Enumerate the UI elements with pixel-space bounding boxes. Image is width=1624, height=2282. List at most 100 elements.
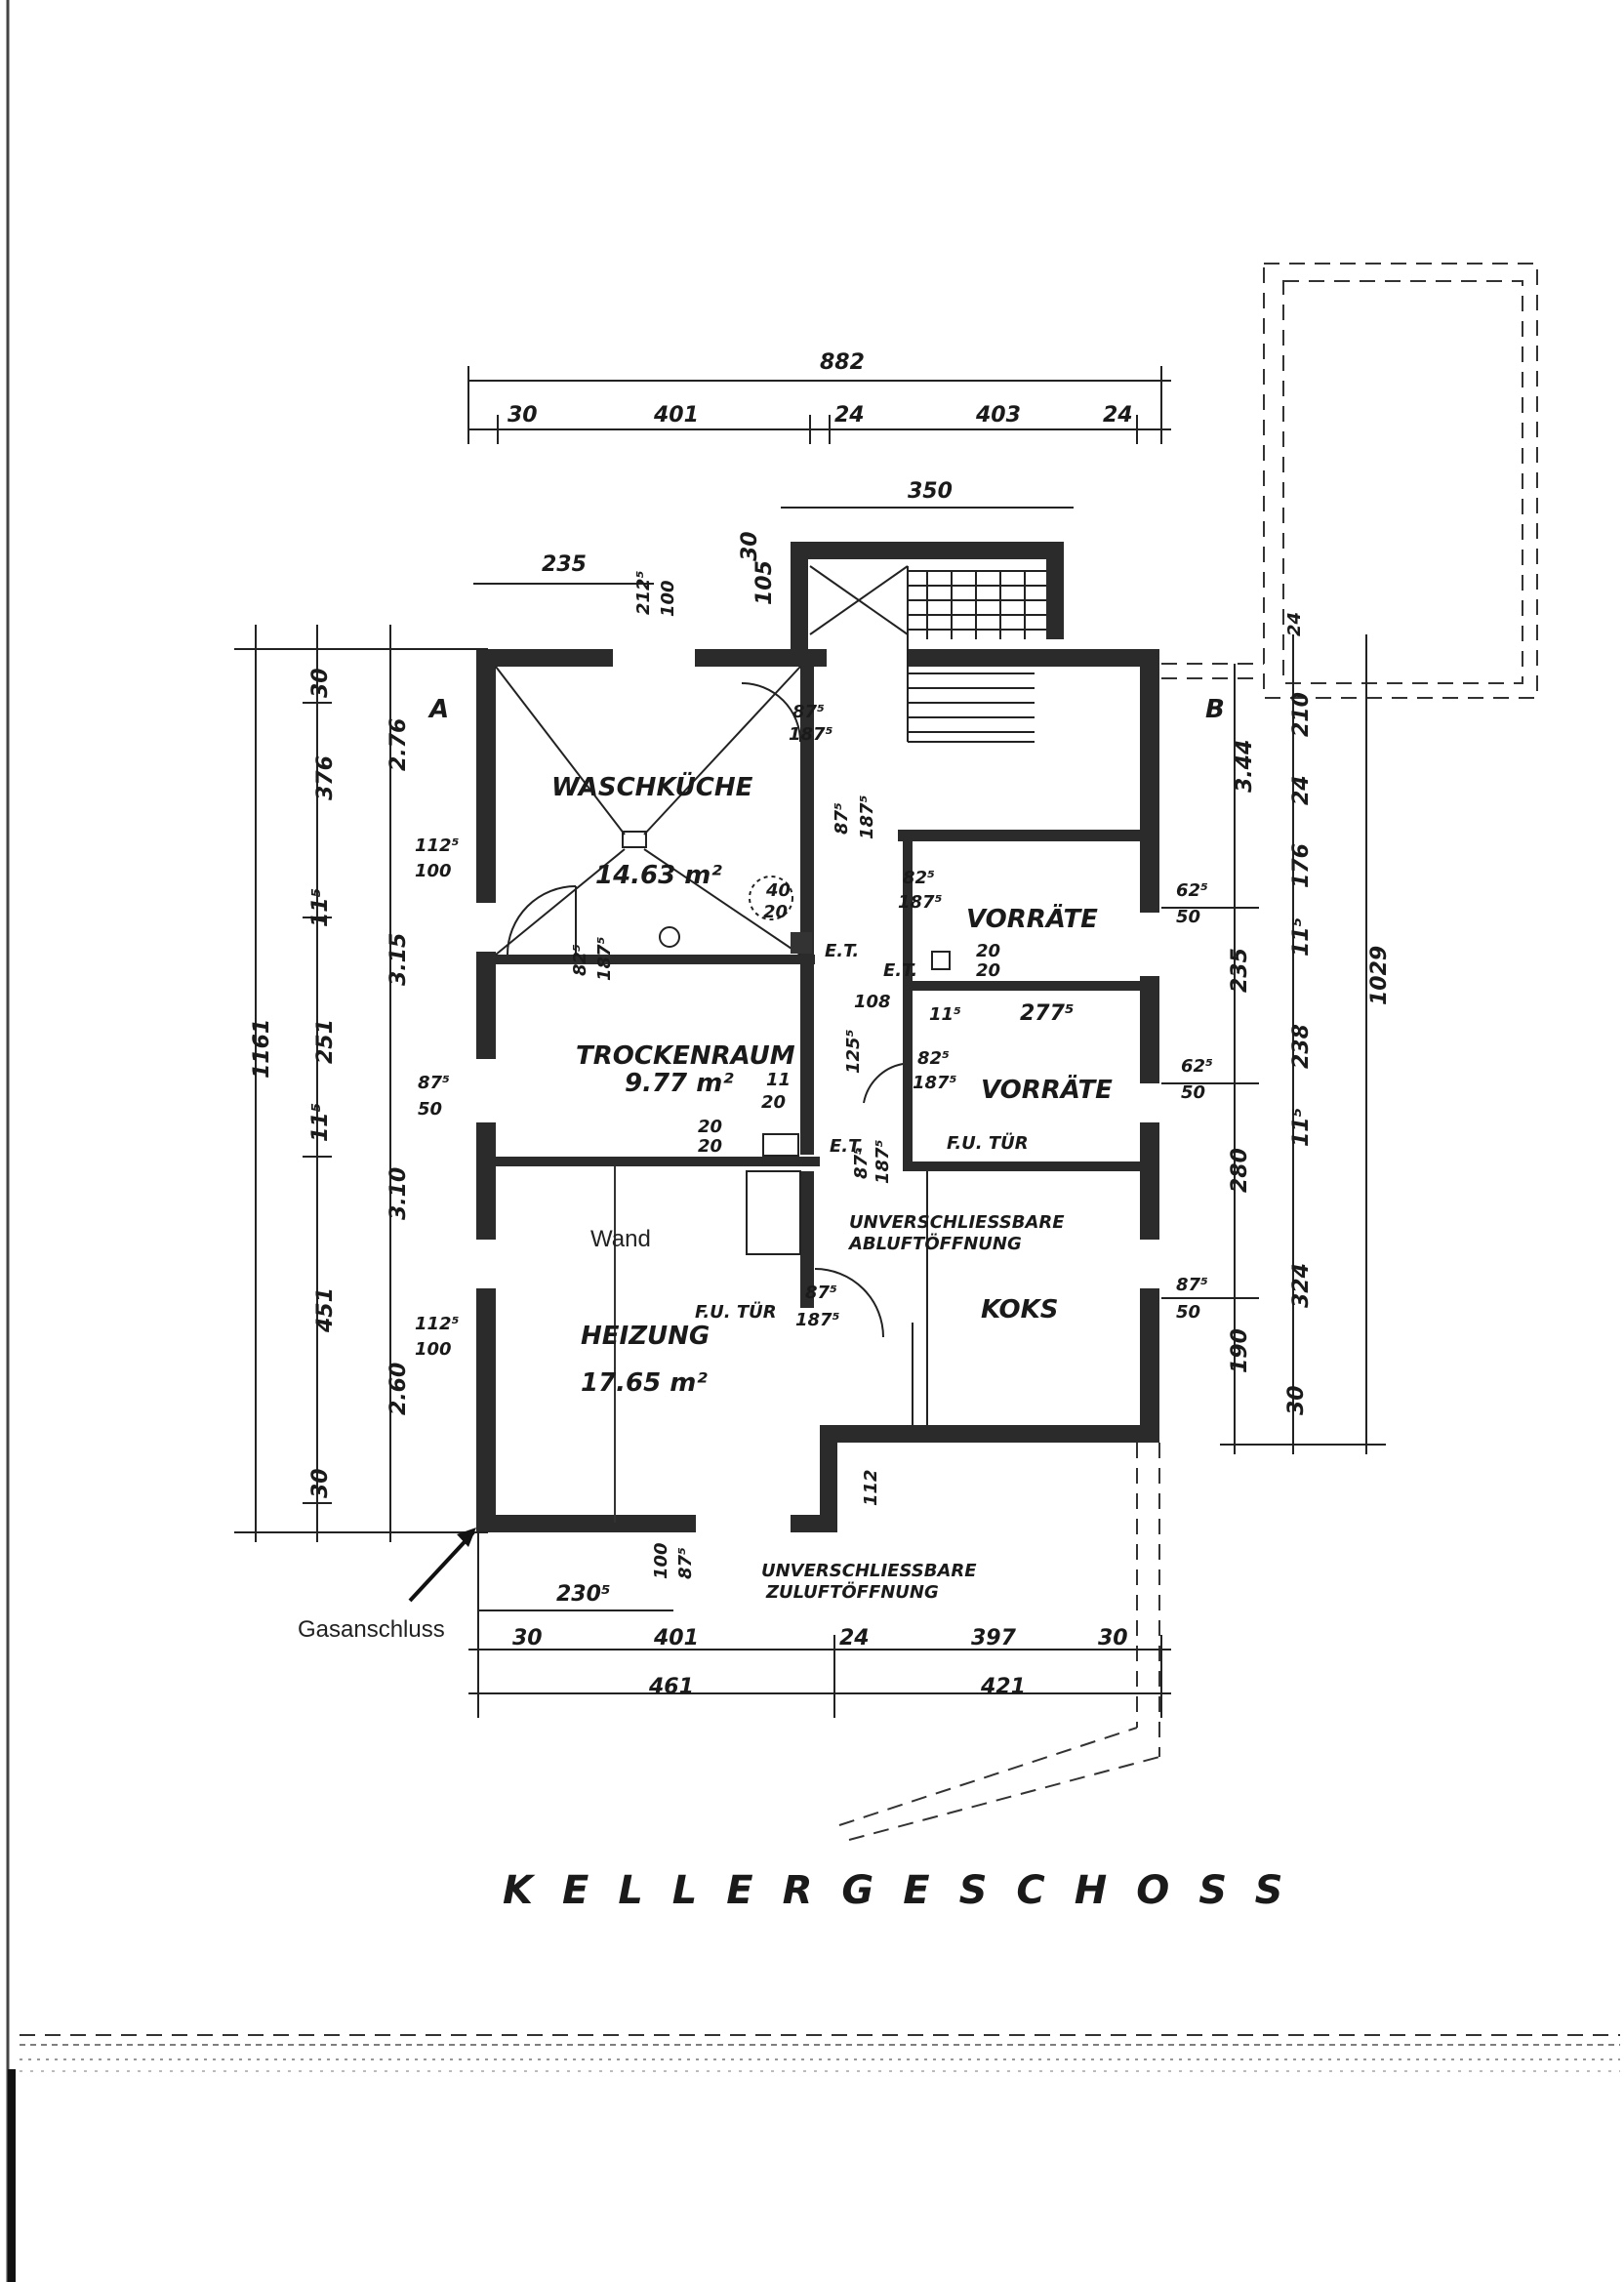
- vent-1b: 20: [763, 902, 788, 922]
- dim-stair-105: 105: [752, 560, 777, 605]
- dim-left-115a: 11⁵: [308, 888, 333, 927]
- win-l1a: 112⁵: [415, 835, 460, 856]
- door-7b: 187⁵: [873, 1139, 893, 1184]
- win-l1b: 100: [415, 861, 452, 881]
- dim-in-310: 3.10: [386, 1167, 411, 1220]
- vent-3a: 11: [766, 1070, 791, 1090]
- door-3a: 82⁵: [903, 868, 935, 888]
- note-zuluft-1: UNVERSCHLIESSBARE: [761, 1561, 977, 1581]
- dim-top-24b: 24: [1103, 403, 1133, 428]
- room-heizung-area: 17.65 m²: [581, 1368, 708, 1398]
- waschkueche-diagonals: [495, 666, 801, 956]
- door-1b: 187⁵: [789, 724, 833, 745]
- room-waschkueche-area: 14.63 m²: [595, 861, 722, 890]
- dim-r-210: 210: [1289, 692, 1314, 737]
- room-vorraete-2: VORRÄTE: [981, 1074, 1113, 1105]
- dim-bot-401: 401: [653, 1626, 699, 1650]
- vent-3b: 20: [761, 1092, 786, 1113]
- dimension-lines: [234, 366, 1386, 1718]
- dim-235: 235: [542, 552, 587, 577]
- dim-top-401: 401: [653, 403, 699, 428]
- door-7a: 87⁵: [851, 1147, 872, 1179]
- dim-win-top-b: 100: [658, 580, 678, 617]
- dim-top-24a: 24: [834, 403, 865, 428]
- chimney-3: [931, 951, 951, 970]
- dim-left-451: 451: [313, 1287, 338, 1333]
- lower-walk: [838, 1443, 1160, 1841]
- win-l3a: 112⁵: [415, 1314, 460, 1334]
- dim-r-30: 30: [1284, 1385, 1309, 1415]
- dim-bot-421: 421: [980, 1675, 1026, 1699]
- vent-2a: 20: [976, 941, 1000, 961]
- win-l3b: 100: [415, 1339, 452, 1360]
- note-fu-tuer-1: F.U. TÜR: [947, 1132, 1029, 1154]
- walls: [476, 542, 1159, 1532]
- axis-b: B: [1205, 695, 1225, 724]
- door-5a: 82⁵: [570, 944, 590, 976]
- chimney-2: [762, 1133, 799, 1157]
- heating-box: [746, 1170, 801, 1255]
- dim-top-30: 30: [508, 403, 538, 428]
- vent-2b: 20: [976, 960, 1000, 981]
- r-win2b: 50: [1181, 1082, 1205, 1103]
- dim-mid-2775: 277⁵: [1020, 1001, 1075, 1026]
- annotation-gas: Gasanschluss: [298, 1616, 445, 1643]
- dim-r-280: 280: [1228, 1148, 1252, 1193]
- axis-a: A: [427, 695, 449, 724]
- annotation-wand: Wand: [590, 1226, 651, 1252]
- win-l2b: 50: [418, 1099, 442, 1120]
- dim-in-260: 2.60: [386, 1363, 411, 1415]
- note-et-2: E.T.: [883, 960, 917, 981]
- dim-b-100: 100: [651, 1542, 671, 1579]
- room-koks: KOKS: [981, 1295, 1058, 1324]
- door-6a: 87⁵: [805, 1283, 837, 1303]
- dim-in-276: 2.76: [386, 718, 411, 771]
- dim-stair-30: 30: [738, 531, 762, 561]
- dim-left-30b: 30: [308, 1468, 333, 1498]
- room-trockenraum-area: 9.77 m²: [625, 1069, 734, 1098]
- dim-left-115b: 11⁵: [308, 1103, 333, 1142]
- dim-r-115a: 11⁵: [1289, 917, 1314, 957]
- terrace-outline: [1161, 263, 1538, 699]
- door-swings: [507, 682, 928, 1425]
- r-win2a: 62⁵: [1181, 1056, 1213, 1077]
- gas-arrow: [408, 1528, 476, 1603]
- vent-4b: 20: [698, 1136, 722, 1157]
- note-abluft-1: UNVERSCHLIESSBARE: [849, 1212, 1065, 1233]
- dim-bot-397: 397: [971, 1626, 1017, 1650]
- note-zuluft-2: ZULUFTÖFFNUNG: [765, 1581, 939, 1603]
- dim-r-1029: 1029: [1367, 946, 1392, 1005]
- dim-b-112: 112: [861, 1469, 881, 1506]
- dim-r-115b: 11⁵: [1289, 1108, 1314, 1147]
- dim-mid-115: 11⁵: [929, 1004, 961, 1025]
- dim-top-total: 882: [820, 350, 865, 375]
- dim-r-344: 3.44: [1233, 740, 1257, 793]
- dim-r-24: 24: [1289, 775, 1314, 805]
- dim-r-238: 238: [1289, 1024, 1314, 1069]
- dim-in-315: 3.15: [386, 933, 411, 986]
- dim-stair-350: 350: [908, 479, 953, 504]
- bottom-scan-lines: [20, 2034, 1620, 2072]
- room-waschkueche-name: WASCHKÜCHE: [551, 770, 753, 802]
- note-et-1: E.T.: [825, 941, 859, 961]
- dim-win-top-a: 212⁵: [633, 570, 654, 615]
- dim-bot-461: 461: [648, 1675, 694, 1699]
- door-6b: 187⁵: [795, 1310, 840, 1330]
- door-2a: 87⁵: [832, 802, 852, 835]
- door-1a: 87⁵: [792, 702, 825, 722]
- plan-title: KELLERGESCHOSS: [503, 1868, 1312, 1913]
- dim-r-324: 324: [1289, 1263, 1314, 1308]
- r-win3a: 87⁵: [1176, 1275, 1208, 1295]
- dim-left-376: 376: [313, 755, 338, 800]
- dim-left-251: 251: [313, 1019, 338, 1064]
- dim-bot-30a: 30: [512, 1626, 543, 1650]
- door-2b: 187⁵: [857, 795, 877, 839]
- dim-mid-1255: 125⁵: [843, 1029, 864, 1074]
- r-win1b: 50: [1176, 907, 1200, 927]
- dim-r-176: 176: [1289, 843, 1314, 888]
- scan-edge-bar: [8, 2069, 16, 2282]
- note-abluft-2: ABLUFTÖFFNUNG: [847, 1233, 1022, 1254]
- r-win1a: 62⁵: [1176, 880, 1208, 901]
- dim-left-30a: 30: [308, 668, 333, 698]
- door-3b: 187⁵: [898, 892, 943, 913]
